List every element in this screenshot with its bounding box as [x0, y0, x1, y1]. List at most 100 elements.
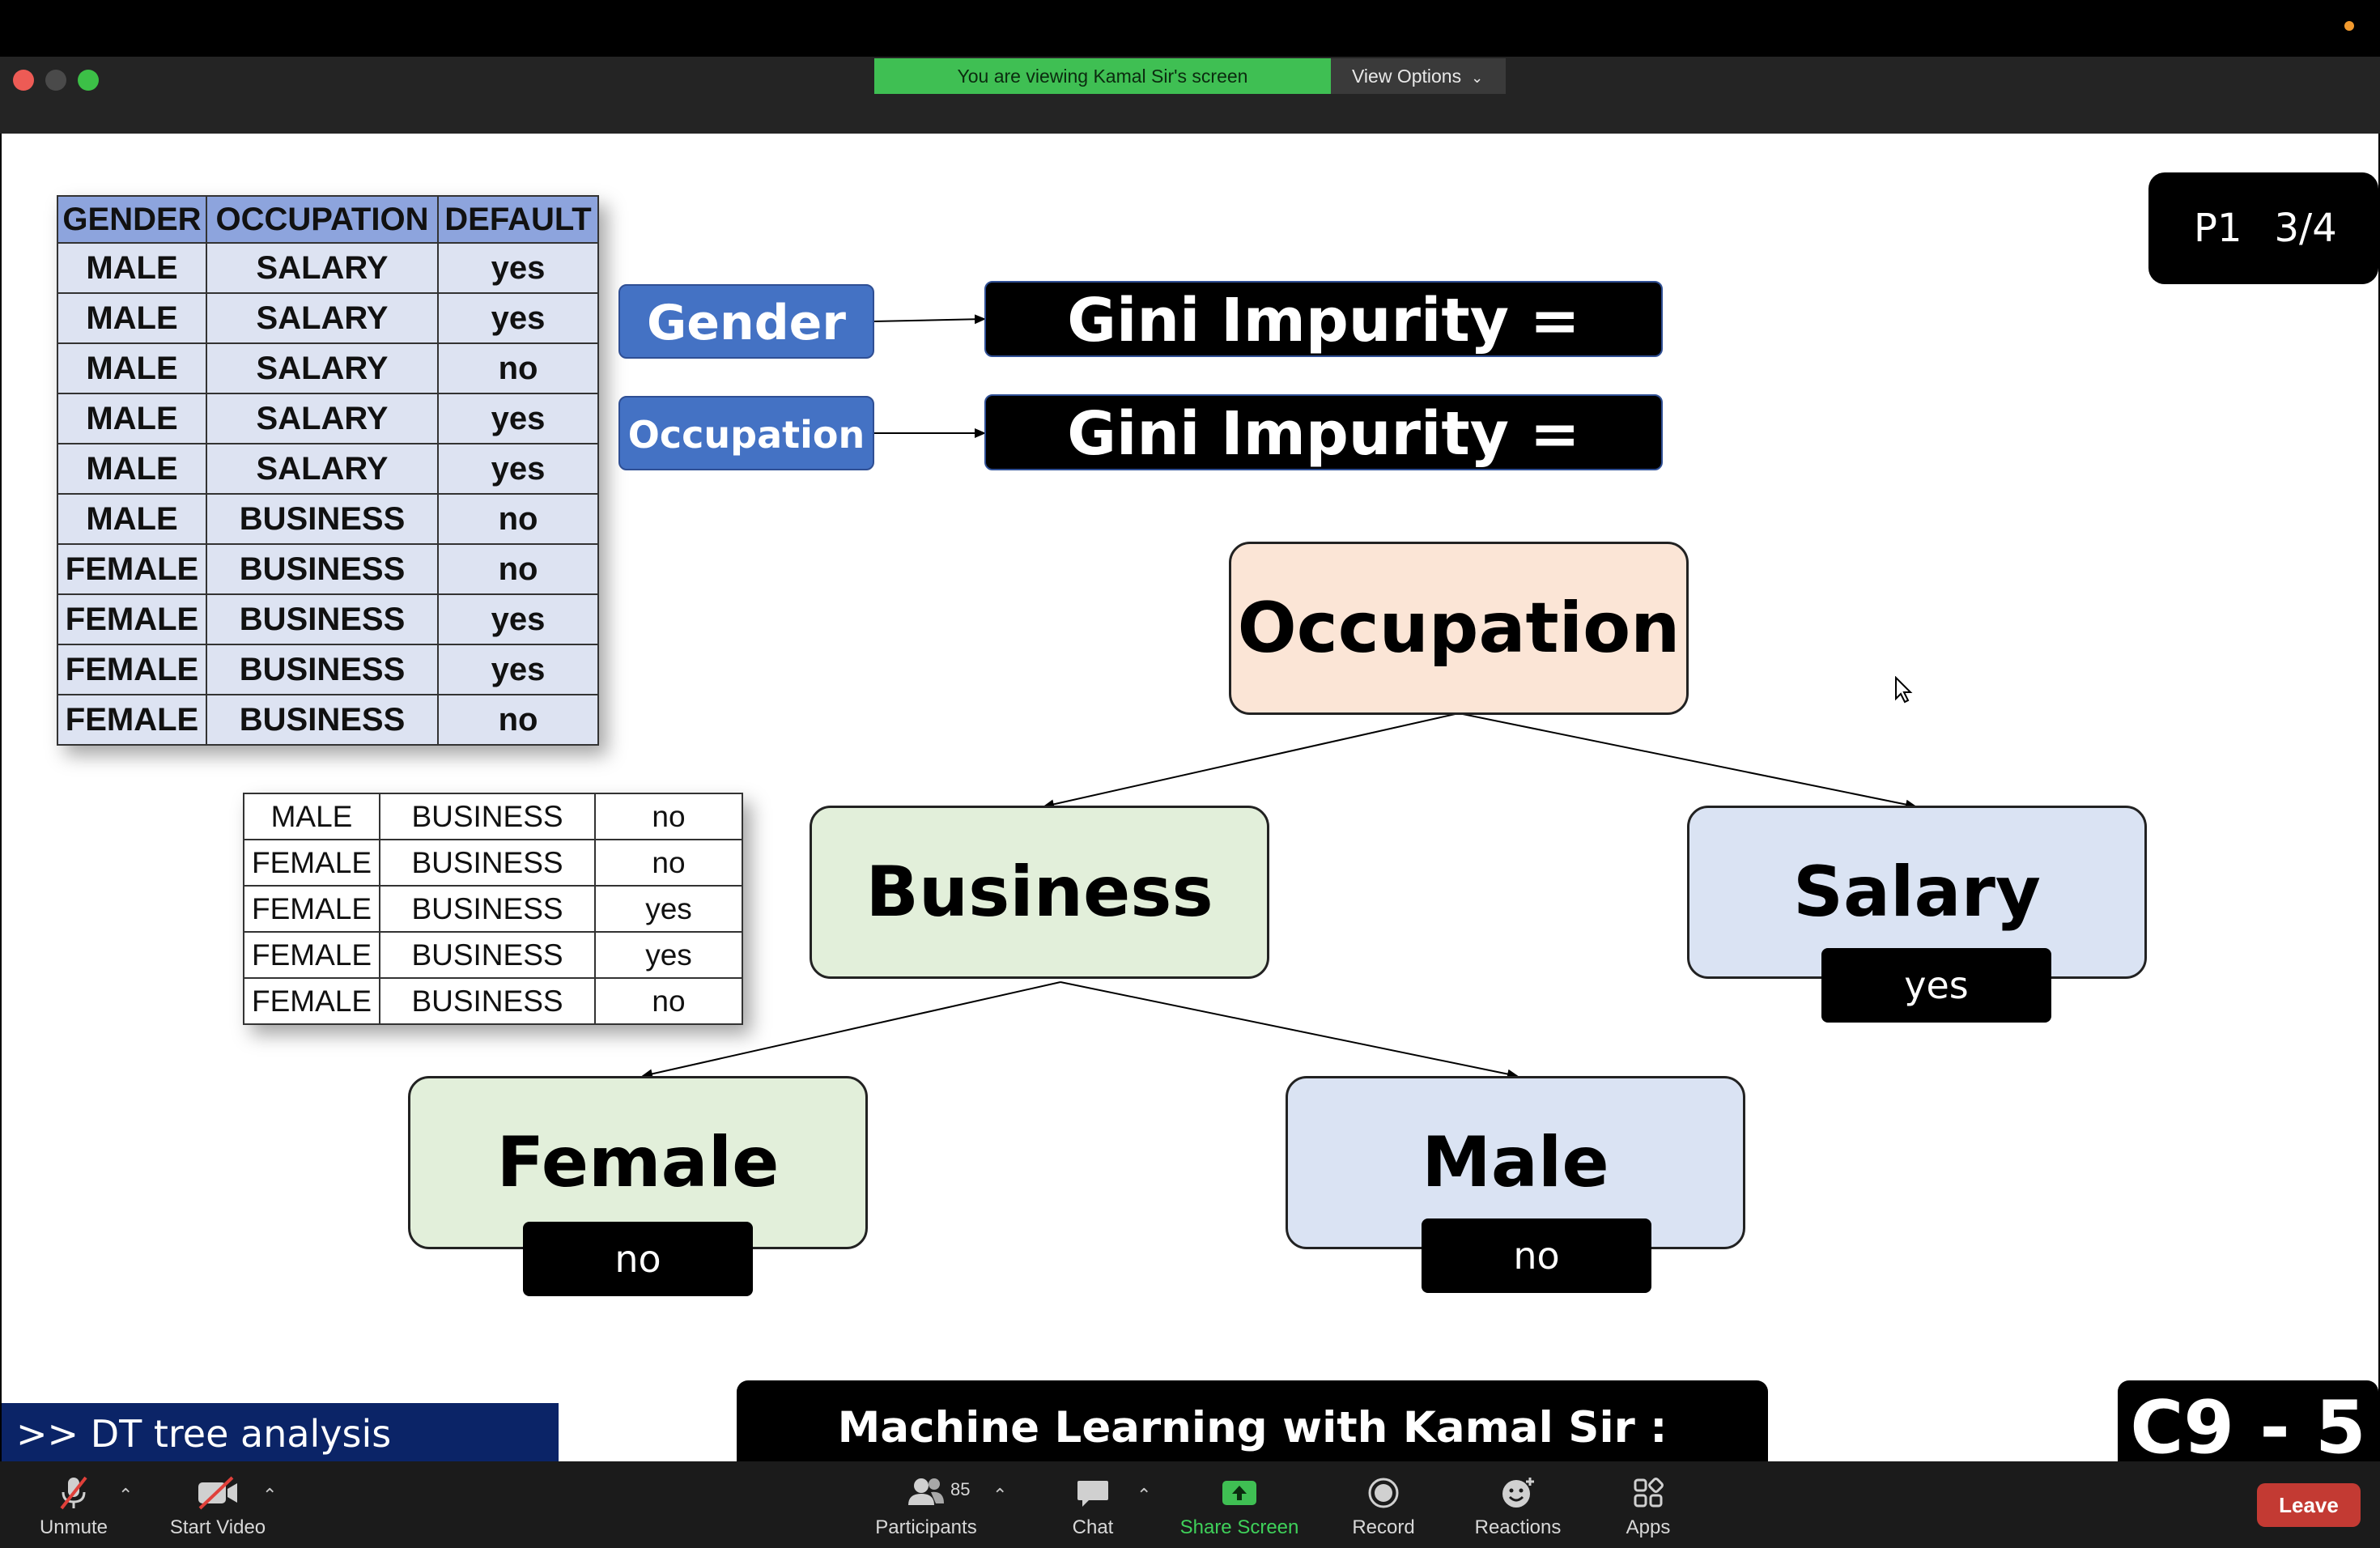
salary-leaf-label: yes	[1821, 948, 2051, 1023]
leave-button[interactable]: Leave	[2257, 1483, 2361, 1527]
table-cell: no	[437, 694, 599, 746]
apps-icon	[1634, 1478, 1664, 1508]
fullscreen-window-button[interactable]	[78, 70, 99, 91]
chat-icon	[1077, 1481, 1108, 1507]
chat-button[interactable]: Chat	[1052, 1461, 1133, 1548]
audio-options-caret-icon[interactable]: ⌃	[118, 1486, 134, 1506]
record-label: Record	[1352, 1516, 1415, 1538]
column-header: OCCUPATION	[206, 195, 439, 244]
view-options-label: View Options	[1352, 66, 1462, 87]
unmute-label: Unmute	[39, 1516, 108, 1538]
reactions-label: Reactions	[1474, 1516, 1562, 1538]
table-cell: no	[594, 839, 743, 887]
table-cell: no	[437, 493, 599, 545]
table-cell: FEMALE	[57, 593, 207, 645]
table-cell: SALARY	[206, 242, 439, 294]
close-window-button[interactable]	[13, 70, 34, 91]
tree-root-node: Occupation	[1229, 542, 1689, 715]
table-cell: BUSINESS	[379, 839, 596, 887]
table-cell: yes	[437, 292, 599, 344]
reactions-icon	[1502, 1478, 1534, 1508]
table-cell: BUSINESS	[206, 593, 439, 645]
feature-occupation: Occupation	[618, 396, 874, 470]
table-cell: FEMALE	[243, 977, 380, 1025]
table-header-row: GENDER OCCUPATION DEFAULT	[57, 195, 599, 244]
tree-node-female: Female	[408, 1076, 868, 1249]
table-cell: BUSINESS	[206, 543, 439, 595]
chevron-down-icon: ⌄	[1471, 70, 1484, 86]
participants-options-caret-icon[interactable]: ⌃	[992, 1486, 1008, 1506]
participants-icon	[908, 1478, 944, 1505]
participants-label: Participants	[875, 1516, 977, 1538]
table-cell: MALE	[57, 292, 207, 344]
table-cell: FEMALE	[243, 931, 380, 979]
table-cell: yes	[594, 885, 743, 933]
screen-share-banner: You are viewing Kamal Sir's screen	[874, 58, 1331, 94]
table-cell: FEMALE	[243, 885, 380, 933]
table-cell: SALARY	[206, 393, 439, 444]
record-button[interactable]: Record	[1339, 1461, 1428, 1548]
apps-button[interactable]: Apps	[1608, 1461, 1689, 1548]
table-cell: yes	[437, 393, 599, 444]
topic-label: >> DT tree analysis	[2, 1403, 559, 1461]
table-cell: MALE	[57, 342, 207, 394]
column-header: DEFAULT	[437, 195, 599, 244]
participants-button[interactable]: Participants	[863, 1461, 989, 1548]
view-options-button[interactable]: View Options ⌄	[1331, 58, 1506, 94]
tree-connectors	[641, 314, 1917, 1079]
share-screen-icon	[1222, 1481, 1256, 1505]
muted-mic-icon	[60, 1476, 87, 1510]
table-cell: yes	[594, 931, 743, 979]
occupation-gini-value: Gini Impurity = 0.40	[984, 394, 1663, 545]
edge-root-business	[1043, 712, 1460, 810]
video-options-caret-icon[interactable]: ⌃	[262, 1486, 278, 1506]
video-off-icon	[198, 1476, 237, 1510]
minimize-window-button[interactable]	[45, 70, 66, 91]
share-screen-button[interactable]: Share Screen	[1172, 1461, 1307, 1548]
table-cell: SALARY	[206, 342, 439, 394]
table-cell: BUSINESS	[206, 694, 439, 746]
gender-gini-arrow	[872, 314, 986, 325]
table-cell: MALE	[57, 443, 207, 495]
participants-count: 85	[950, 1479, 971, 1499]
table-cell: FEMALE	[243, 839, 380, 887]
record-icon	[1368, 1478, 1399, 1508]
chapter-label: C9 - 5	[2118, 1380, 2378, 1461]
chat-label: Chat	[1072, 1516, 1114, 1538]
female-leaf-label: no	[523, 1222, 753, 1296]
chat-options-caret-icon[interactable]: ⌃	[1137, 1486, 1152, 1506]
table-cell: yes	[437, 593, 599, 645]
feature-gender: Gender	[618, 284, 874, 359]
table-cell: SALARY	[206, 443, 439, 495]
table-cell: BUSINESS	[379, 977, 596, 1025]
menu-bar	[0, 0, 2380, 57]
unmute-button[interactable]: Unmute	[24, 1461, 123, 1548]
table-cell: no	[594, 793, 743, 840]
edge-business-male	[1060, 981, 1519, 1079]
table-cell: FEMALE	[57, 644, 207, 695]
reactions-button[interactable]: Reactions	[1462, 1461, 1574, 1548]
table-cell: yes	[437, 443, 599, 495]
start-video-button[interactable]: Start Video	[159, 1461, 277, 1548]
edge-root-salary	[1458, 712, 1917, 810]
table-cell: yes	[437, 644, 599, 695]
course-footer: Machine Learning with Kamal Sir : 836908…	[737, 1380, 1768, 1461]
table-cell: BUSINESS	[206, 493, 439, 545]
table-cell: BUSINESS	[206, 644, 439, 695]
table-cell: no	[437, 543, 599, 595]
edge-business-female	[641, 981, 1061, 1079]
